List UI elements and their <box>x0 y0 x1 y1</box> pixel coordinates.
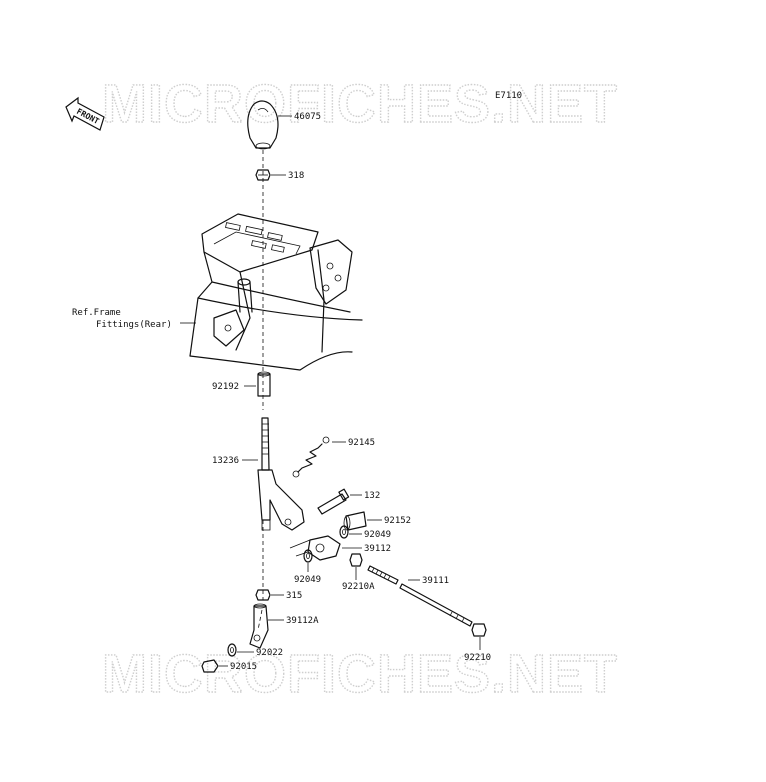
watermark-top: MICROFICHES.NET <box>102 74 618 134</box>
part-label-13236: 13236 <box>212 456 239 466</box>
part-label-92145: 92145 <box>348 438 375 448</box>
front-arrow-icon: FRONT <box>65 96 105 131</box>
part-label-39112: 39112 <box>364 544 391 554</box>
part-label-92152: 92152 <box>384 516 411 526</box>
rod-39111 <box>367 565 473 627</box>
bushing-92152 <box>343 511 367 531</box>
shift-knob <box>247 100 279 150</box>
joint-39112 <box>289 535 341 561</box>
spring-92145 <box>292 436 330 478</box>
ref-frame-line1: Ref.Frame <box>72 308 121 318</box>
nut-315 <box>255 589 271 601</box>
part-label-92192: 92192 <box>212 382 239 392</box>
watermark-bottom: MICROFICHES.NET <box>102 644 618 704</box>
part-label-39111: 39111 <box>422 576 449 586</box>
part-label-315: 315 <box>286 591 302 601</box>
shift-lever-13236 <box>257 417 305 531</box>
part-label-92210A: 92210A <box>342 582 375 592</box>
nut-92015 <box>201 659 219 673</box>
part-label-92022: 92022 <box>256 648 283 658</box>
part-label-39112A: 39112A <box>286 616 319 626</box>
part-label-92049-lower: 92049 <box>294 575 321 585</box>
part-label-92049-upper: 92049 <box>364 530 391 540</box>
washer-92049-lower <box>303 549 313 563</box>
part-label-132: 132 <box>364 491 380 501</box>
part-label-92210: 92210 <box>464 653 491 663</box>
frame-assembly <box>189 213 363 371</box>
part-label-318: 318 <box>288 171 304 181</box>
bolt-132 <box>317 488 350 515</box>
nut-92210 <box>471 623 487 637</box>
washer-92022 <box>227 643 237 657</box>
part-label-46075: 46075 <box>294 112 321 122</box>
nut-92210A <box>349 553 363 567</box>
diagram-code: E7110 <box>495 91 522 101</box>
collar-92192 <box>257 371 271 397</box>
part-label-92015: 92015 <box>230 662 257 672</box>
ref-frame-line2: Fittings(Rear) <box>96 320 172 330</box>
washer-92049-upper <box>339 525 349 539</box>
joint-39112A <box>249 603 269 649</box>
